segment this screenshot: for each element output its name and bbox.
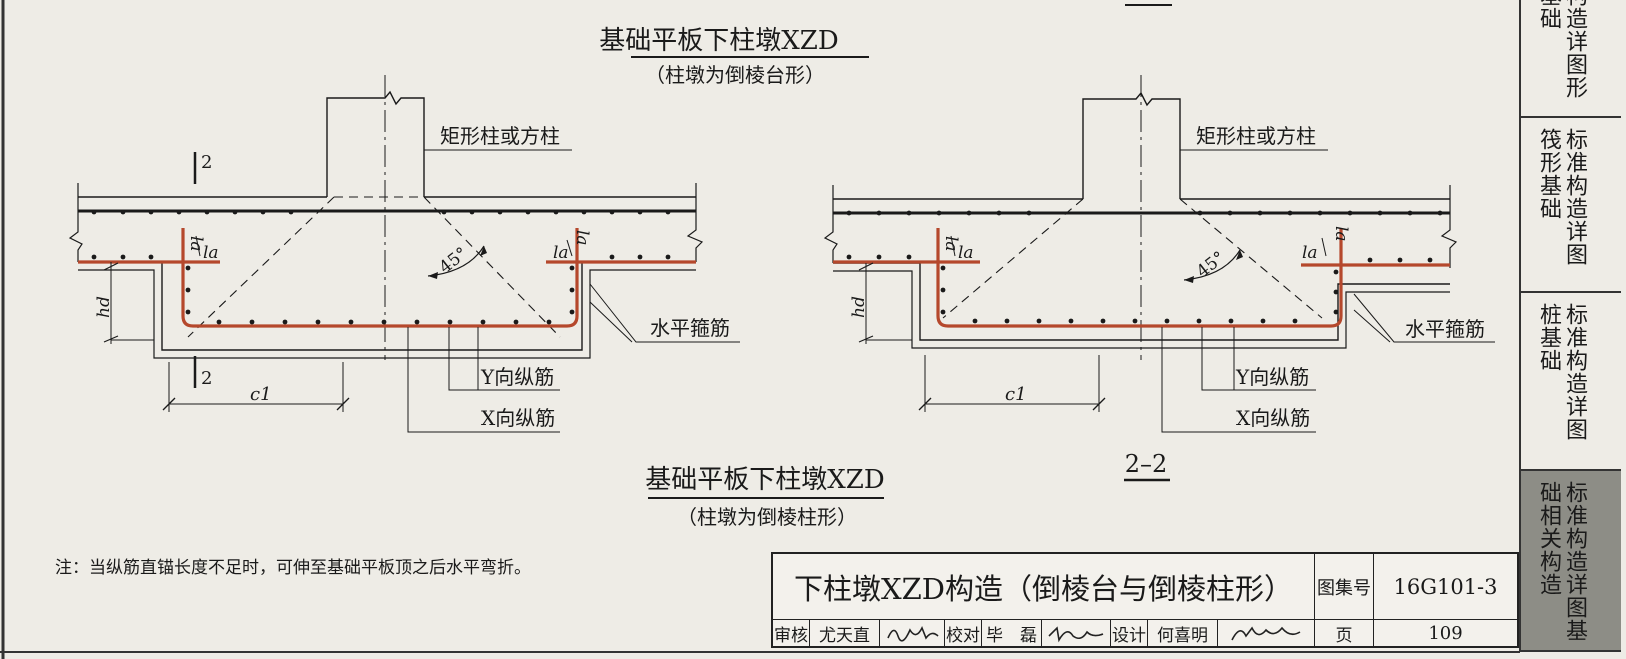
footnote: 注：当纵筋直锚长度不足时，可伸至基础平板顶之后水平弯折。 [55, 558, 531, 578]
right-break-left [823, 185, 838, 263]
checker-name: 毕 磊 [982, 620, 1042, 646]
right-la-label-4: la [1331, 226, 1351, 242]
side-tab-pile-foundation[interactable]: 标准构造详图桩基础 [1521, 293, 1621, 471]
right-angle-label: 45° [1193, 248, 1229, 282]
side-tab-rail [1519, 0, 1521, 652]
right-stirrup-leader [1353, 293, 1495, 343]
page-label: 页 [1315, 620, 1374, 646]
reviewer-name: 尤天直 [810, 620, 880, 646]
designer-name: 何喜明 [1148, 620, 1218, 646]
left-la-label-4: la [572, 230, 592, 246]
left-x-bar-leader [407, 327, 560, 433]
right-drawing-title: 基础平板下柱墩XZD [645, 465, 884, 495]
right-column [1082, 91, 1181, 199]
right-y-bar-leader [1201, 327, 1316, 391]
atlas-number: 16G101-3 [1374, 554, 1517, 620]
left-top-rebar-dots [91, 209, 671, 215]
left-drawing-subtitle: （柱墩为倒棱台形） [645, 63, 825, 87]
designer-signature [1218, 620, 1315, 646]
left-y-bar-leader [448, 327, 560, 391]
left-pier-rebar [78, 228, 696, 328]
left-stirrup-label: 水平箍筋 [650, 316, 730, 340]
left-x-bar-label: X向纵筋 [481, 406, 555, 430]
right-bottom-rebar-dots [846, 254, 1433, 324]
side-tab-related-details[interactable]: 标准构造详图基础相关构造 [1521, 471, 1621, 652]
check-label: 校对 [945, 620, 982, 646]
right-la-label-1: la [941, 236, 961, 252]
left-hd-label: hd [94, 296, 114, 318]
left-la-label-1: la [186, 236, 206, 252]
left-drawing-title: 基础平板下柱墩XZD [599, 26, 838, 56]
left-section-mark-top: 2 [201, 152, 212, 173]
designer-signature-mark [1231, 626, 1301, 641]
right-top-rebar-dots [846, 210, 1443, 216]
right-x-bar-leader [1161, 327, 1316, 433]
reviewer-signature-mark [887, 626, 939, 642]
left-break-right [686, 183, 704, 262]
right-pier-rebar [833, 228, 1450, 328]
left-column-label: 矩形柱或方柱 [440, 124, 560, 148]
left-column [326, 90, 425, 197]
left-pier-outline-inner [78, 269, 696, 359]
right-section-title: 2–2 [1125, 450, 1168, 478]
left-drawing: 基础平板下柱墩XZD （柱墩为倒棱台形） 45° [68, 26, 869, 433]
right-y-bar-label: Y向纵筋 [1235, 365, 1309, 389]
right-drawing: 45° la la la la hd c1 矩形柱或方柱 [823, 75, 1495, 482]
review-label: 审核 [773, 620, 810, 646]
side-tab-label-3: 标准构造详图桩基础 [1536, 303, 1587, 441]
checker-signature [1042, 620, 1111, 646]
atlas-label: 图集号 [1315, 554, 1374, 620]
right-column-label: 矩形柱或方柱 [1196, 124, 1316, 148]
right-break-right [1440, 185, 1458, 268]
page-number: 109 [1428, 622, 1463, 644]
right-pier-outline-inner [833, 270, 1450, 349]
right-x-bar-label: X向纵筋 [1236, 406, 1310, 430]
left-la-label-3: la [553, 243, 569, 263]
design-label: 设计 [1111, 620, 1148, 646]
side-tab-raft-foundation-top[interactable]: 构造详图形基础 [1521, 0, 1621, 118]
left-y-bar-label: Y向纵筋 [480, 365, 554, 389]
right-stirrup-label: 水平箍筋 [1405, 317, 1485, 341]
right-c1-label: c1 [1005, 384, 1027, 405]
right-drawing-subtitle: （柱墩为倒棱柱形） [677, 505, 857, 529]
left-la-label-2: la [203, 243, 219, 263]
left-bottom-rebar-dots [91, 254, 671, 325]
side-tab-label-1: 构造详图形基础 [1536, 0, 1587, 99]
reviewer-signature [880, 620, 945, 646]
drawing-title: 下柱墩XZD构造（倒棱台与倒棱柱形） [773, 554, 1315, 620]
side-tab-label-2: 标准构造详图筏形基础 [1536, 128, 1587, 266]
left-angle-label: 45° [436, 244, 472, 278]
right-hd-label: hd [849, 296, 869, 318]
side-tab-raft-foundation[interactable]: 标准构造详图筏形基础 [1521, 118, 1621, 293]
right-la-label-3: la [1302, 243, 1318, 263]
left-section-mark-bottom: 2 [201, 368, 212, 389]
left-slab-bottom-outline [78, 261, 696, 351]
left-break-left [68, 183, 83, 262]
side-tab-label-4: 标准构造详图基础相关构造 [1536, 481, 1587, 642]
checker-signature-mark [1048, 626, 1104, 643]
left-stirrup-leader [589, 283, 740, 343]
left-c1-label: c1 [250, 384, 272, 405]
title-block: 下柱墩XZD构造（倒棱台与倒棱柱形） 图集号 16G101-3 审核 尤天直 校… [771, 552, 1519, 648]
right-la-label-2: la [958, 243, 974, 263]
